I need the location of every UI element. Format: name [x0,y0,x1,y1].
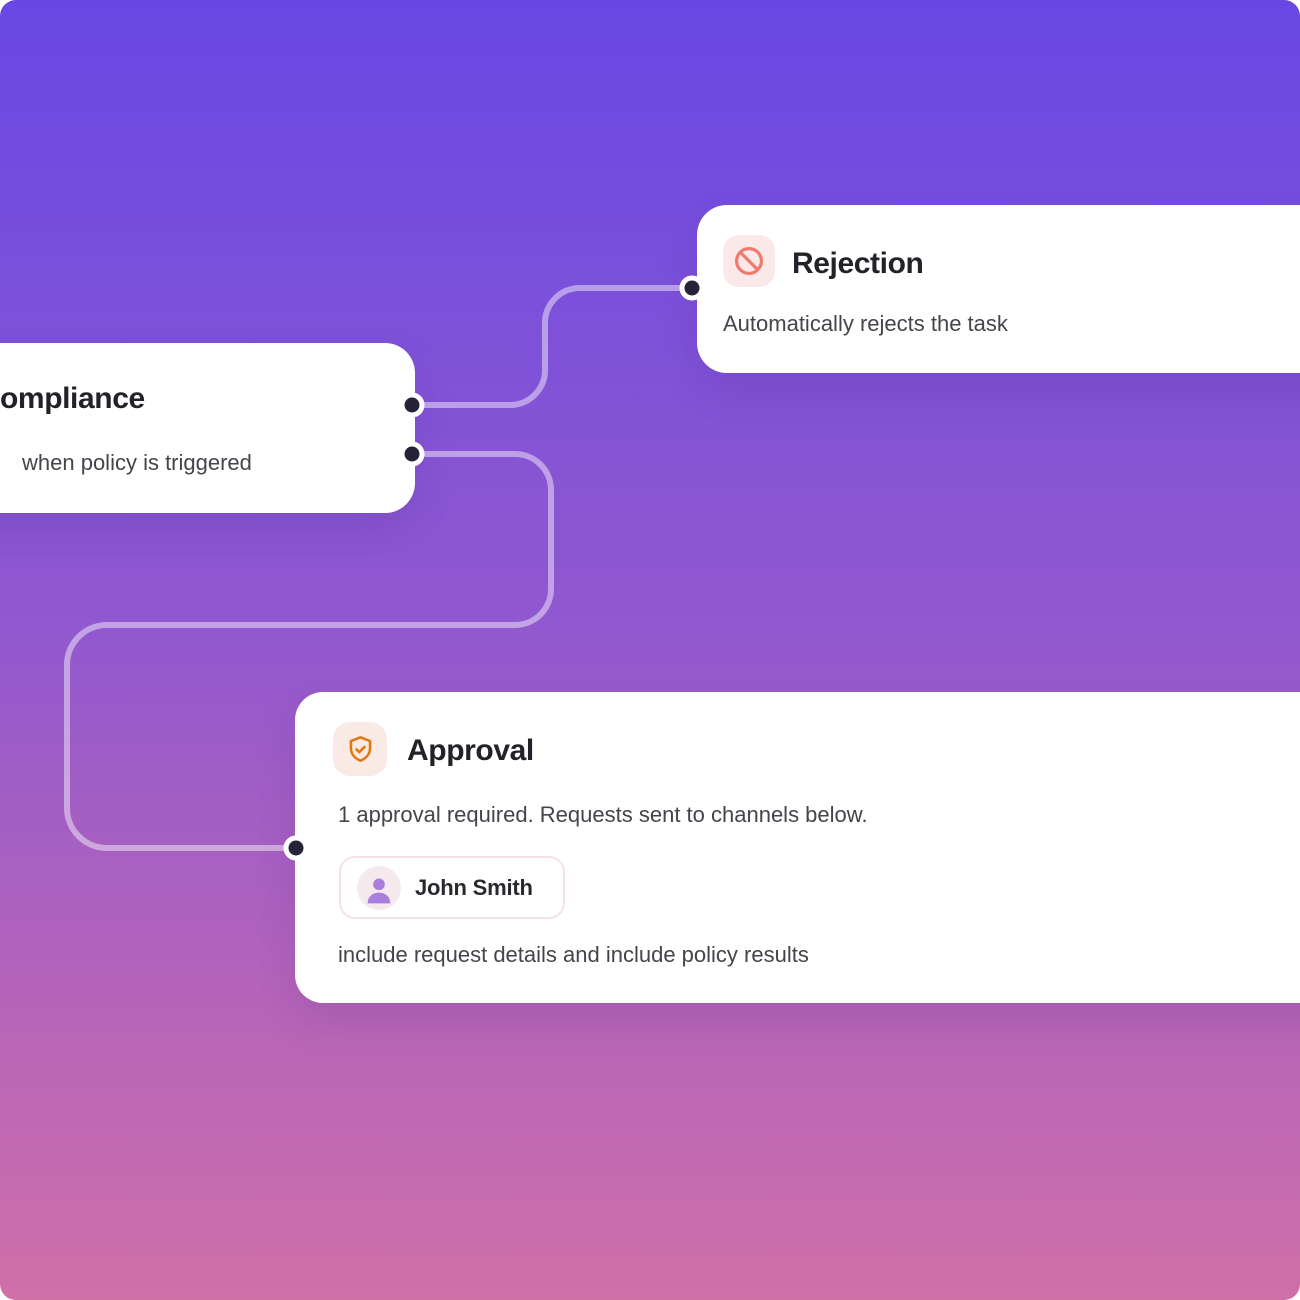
assignee-avatar [357,865,401,910]
compliance-node-subtitle: when policy is triggered [22,450,252,475]
person-icon [367,878,391,903]
approval-input-port[interactable] [283,835,309,861]
approval-node-footer: include request details and include poli… [338,942,809,967]
compliance-output-port-2[interactable] [399,441,425,467]
connector-compliance-to-rejection [409,285,695,408]
approval-node-subtitle: 1 approval required. Requests sent to ch… [338,802,868,827]
compliance-node-title: ompliance [0,382,145,415]
compliance-node[interactable]: ompliance when policy is triggered [0,343,415,513]
assignee-chip[interactable]: John Smith [339,856,565,919]
approval-node-title: Approval [407,734,534,767]
prohibition-icon [723,235,775,287]
rejection-node-title: Rejection [792,247,924,280]
rejection-node-subtitle: Automatically rejects the task [723,311,1008,336]
rejection-input-port[interactable] [679,275,705,301]
approval-node[interactable]: Approval 1 approval required. Requests s… [295,692,1300,1003]
rejection-node[interactable]: Rejection Automatically rejects the task [697,205,1300,373]
assignee-name: John Smith [415,874,533,900]
shield-check-icon [333,722,387,776]
compliance-output-port-1[interactable] [399,392,425,418]
